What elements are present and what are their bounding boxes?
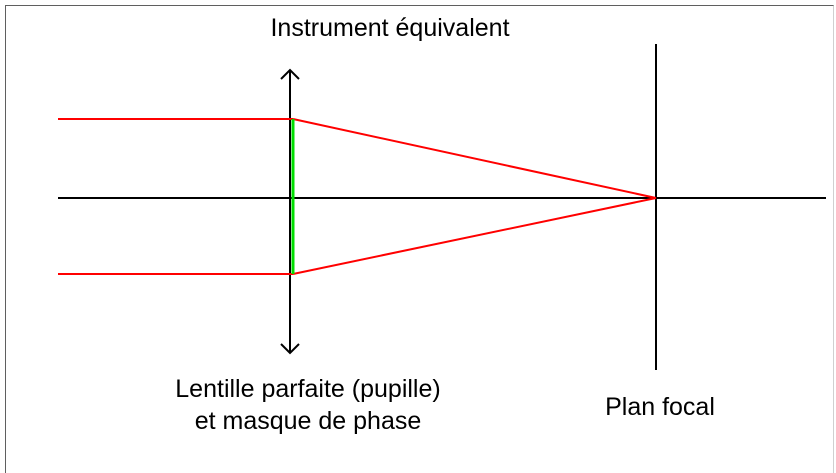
converging-ray-bottom xyxy=(292,197,657,275)
lens-caption-line2: et masque de phase xyxy=(194,407,422,435)
diagram-title: Instrument équivalent xyxy=(270,14,510,42)
focal-plane-label: Plan focal xyxy=(605,393,715,421)
lens-caption: Lentille parfaite (pupille) et masque de… xyxy=(118,373,498,437)
lens-caption-line1: Lentille parfaite (pupille) xyxy=(175,375,441,403)
lens-double-arrow xyxy=(280,68,300,355)
image-frame xyxy=(5,5,834,473)
converging-ray-top xyxy=(292,118,657,199)
